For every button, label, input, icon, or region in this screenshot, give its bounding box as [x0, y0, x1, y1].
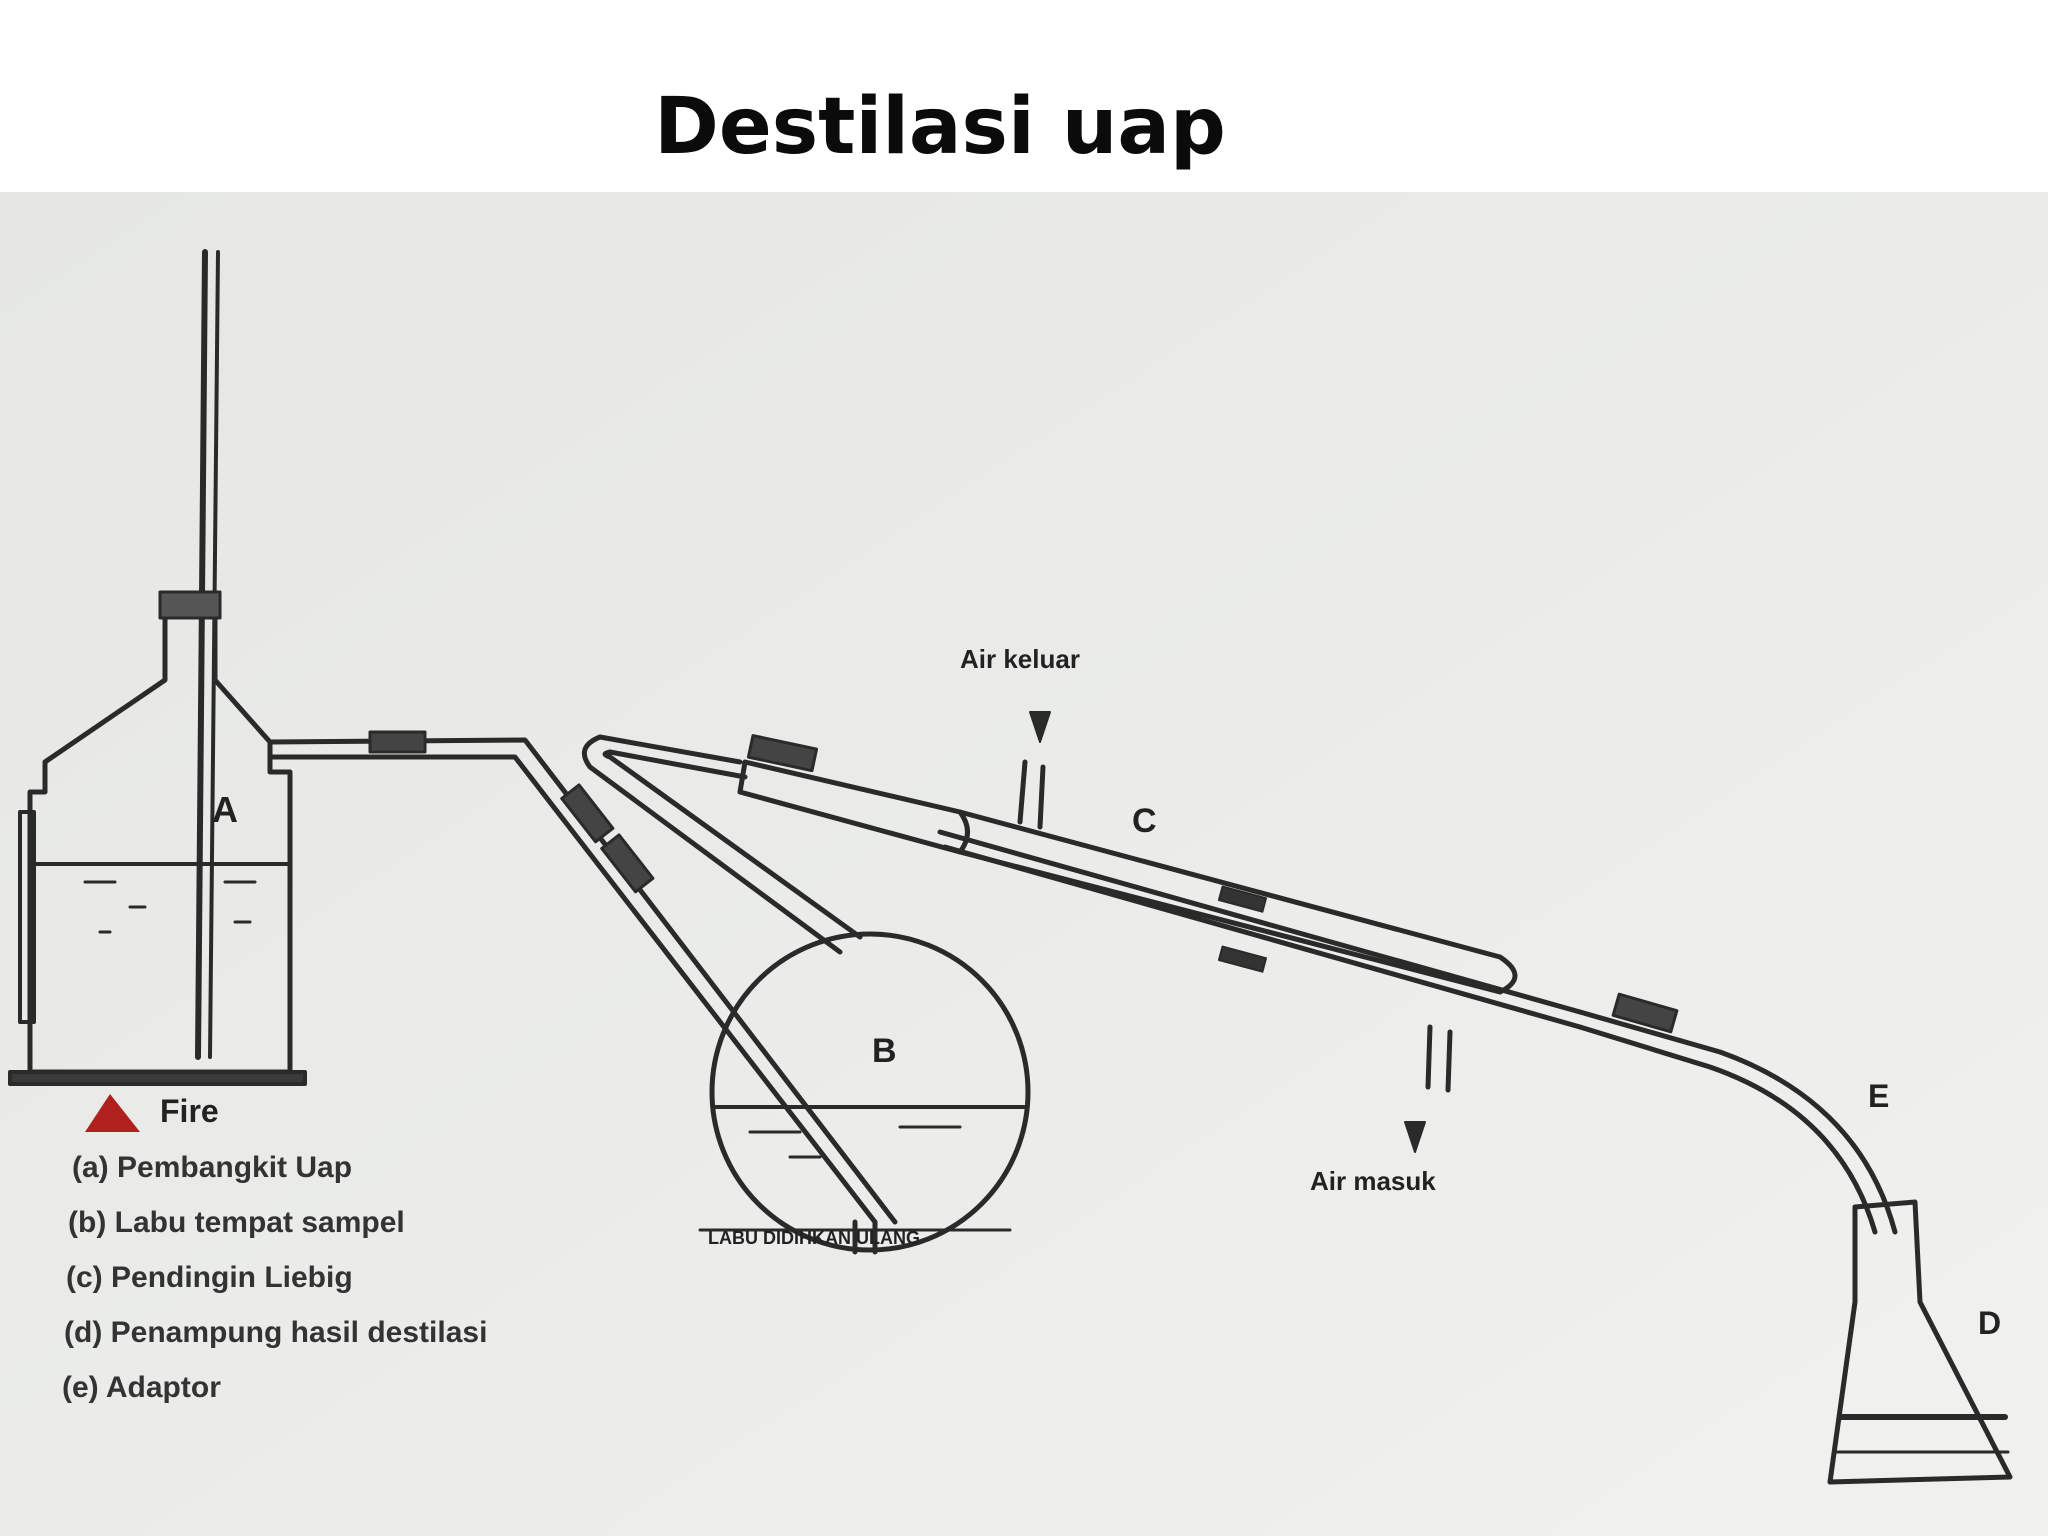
label-c: C — [1132, 802, 1157, 840]
legend-item: (b) Labu tempat sampel — [68, 1206, 405, 1239]
vapour-tube — [581, 734, 863, 955]
label-d: D — [1978, 1305, 2001, 1341]
sample-flask — [698, 931, 1031, 1255]
flask-caption: LABU DIDIHKAN ULANG — [708, 1228, 920, 1248]
water-out-arrow — [1029, 711, 1051, 743]
legend: (a) Pembangkit Uap (b) Labu tempat sampe… — [62, 1151, 487, 1404]
slide-title: Destilasi uap — [654, 82, 1226, 172]
steam-generator — [8, 249, 307, 1086]
water-in-label: Air masuk — [1310, 1166, 1436, 1196]
water-out-label: Air keluar — [960, 644, 1080, 674]
safety-tube — [195, 249, 220, 1060]
legend-item: (c) Pendingin Liebig — [66, 1261, 353, 1294]
collector-flask — [1827, 1199, 2013, 1485]
label-b: B — [872, 1032, 897, 1070]
legend-item: (a) Pembangkit Uap — [72, 1151, 352, 1184]
fire-label: Fire — [160, 1093, 219, 1129]
label-e: E — [1868, 1078, 1889, 1114]
steam-delivery-tube — [267, 730, 898, 1225]
label-a: A — [212, 789, 238, 830]
legend-item: (e) Adaptor — [62, 1371, 221, 1404]
figure-background — [0, 192, 2048, 1536]
steam-distillation-diagram: A B C D E Air keluar Air masuk LABU DIDI… — [0, 192, 2048, 1536]
adapter — [1577, 992, 1898, 1235]
legend-item: (d) Penampung hasil destilasi — [64, 1316, 487, 1349]
fire-icon — [85, 1094, 140, 1132]
water-in-arrow — [1404, 1121, 1426, 1153]
liebig-condenser — [737, 759, 1583, 1093]
